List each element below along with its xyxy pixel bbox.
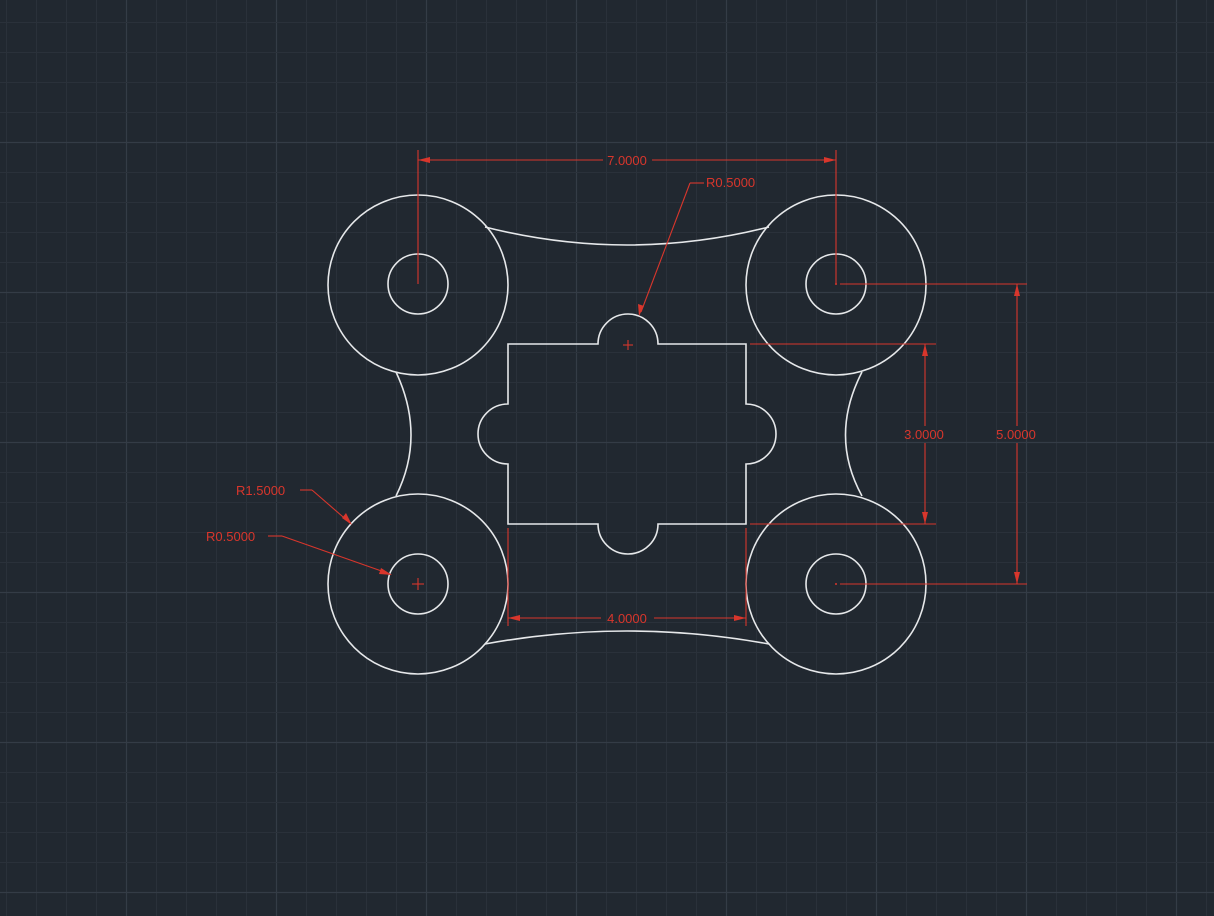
leader-slot-radius[interactable]: R0.5000 — [638, 175, 755, 316]
center-dot-bottom-right — [835, 583, 837, 585]
connecting-arc-top — [484, 226, 770, 246]
dimension-bottom-width[interactable]: 4.0000 — [507, 528, 747, 626]
leader-slot-radius-text: R0.5000 — [706, 175, 755, 190]
dimension-outer-height-text: 5.0000 — [996, 427, 1036, 442]
center-cutout — [477, 313, 777, 555]
dimension-outer-height[interactable]: 5.0000 — [840, 283, 1036, 585]
center-marks — [412, 283, 837, 590]
dimension-inner-height-text: 3.0000 — [904, 427, 944, 442]
dimension-inner-height[interactable]: 3.0000 — [750, 343, 944, 525]
center-mark-bottom-left-hole — [412, 578, 424, 590]
connecting-arc-left — [395, 371, 412, 497]
connecting-arc-bottom — [484, 630, 770, 645]
dimension-top-width[interactable]: 7.0000 — [417, 150, 837, 284]
leader-hole-radius[interactable]: R0.5000 — [206, 529, 392, 575]
part-geometry — [327, 194, 927, 675]
center-mark-top-slot — [623, 340, 633, 350]
dimension-bottom-width-text: 4.0000 — [607, 611, 647, 626]
leader-outer-radius-text: R1.5000 — [236, 483, 285, 498]
leader-hole-radius-text: R0.5000 — [206, 529, 255, 544]
leader-outer-radius[interactable]: R1.5000 — [236, 483, 352, 525]
hole-bottom-left — [387, 553, 449, 615]
dimension-top-width-text: 7.0000 — [607, 153, 647, 168]
connecting-arc-right — [844, 371, 863, 497]
